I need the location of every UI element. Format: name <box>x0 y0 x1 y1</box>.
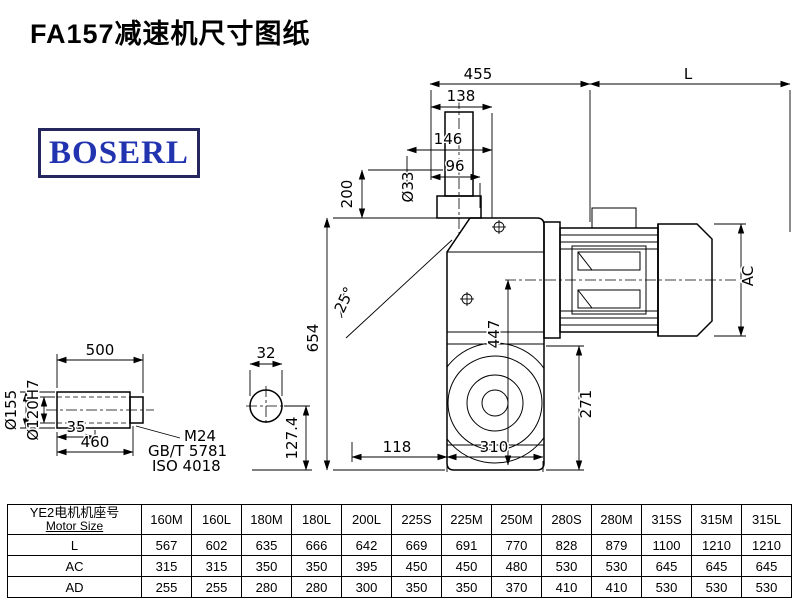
column-header: 315M <box>691 504 742 535</box>
cell: 669 <box>391 534 442 556</box>
column-header: 225S <box>391 504 442 535</box>
dim-96: 96 <box>445 157 464 175</box>
cell: 350 <box>291 555 342 577</box>
logo-text: BOSERL <box>49 134 189 171</box>
dim-500: 500 <box>86 341 115 359</box>
row-label: AC <box>7 555 142 577</box>
dim-127-4: 127.4 <box>283 417 301 460</box>
dim-32: 32 <box>256 344 275 362</box>
page-title: FA157减速机尺寸图纸 <box>30 19 311 49</box>
cell: 395 <box>341 555 392 577</box>
cell: 530 <box>591 555 642 577</box>
dim-L: L <box>684 65 693 83</box>
dim-138: 138 <box>447 87 476 105</box>
row-label: L <box>7 534 142 556</box>
header-cn: YE2电机机座号 <box>29 505 120 520</box>
column-header: 280S <box>541 504 592 535</box>
cell: 315 <box>191 555 242 577</box>
dim-shaft-diameter: Ø33 <box>399 172 417 203</box>
dim-447: 447 <box>485 320 503 349</box>
dim-AC: AC <box>739 266 757 286</box>
motor-size-header-cell: YE2电机机座号 Motor Size <box>7 504 142 535</box>
cell: 828 <box>541 534 592 556</box>
column-header: 160M <box>141 504 192 535</box>
table-row-AC: AC 315 315 350 350 395 450 450 480 530 5… <box>7 555 792 577</box>
cell: 315 <box>141 555 192 577</box>
cell: 410 <box>591 576 642 598</box>
cell: 530 <box>691 576 742 598</box>
dim-dia155: Ø155 <box>2 390 20 430</box>
cell: 530 <box>541 555 592 577</box>
table-row-AD: AD 255 255 280 280 300 350 350 370 410 4… <box>7 576 792 598</box>
row-label: AD <box>7 576 142 598</box>
dim-118: 118 <box>383 438 412 456</box>
cell: 645 <box>691 555 742 577</box>
shaft-detail-view <box>46 391 154 429</box>
cell: 280 <box>291 576 342 598</box>
dim-654: 654 <box>304 324 322 353</box>
cell: 350 <box>391 576 442 598</box>
cell: 1100 <box>641 534 692 556</box>
dim-dia120H7: Ø120H7 <box>24 379 42 440</box>
bolt-marker <box>460 220 506 306</box>
dim-310: 310 <box>480 438 509 456</box>
terminal-box <box>591 207 637 229</box>
column-header: 180L <box>291 504 342 535</box>
callout-standard-gbt: GB/T 5781 <box>148 442 227 460</box>
cell: 450 <box>391 555 442 577</box>
cell: 879 <box>591 534 642 556</box>
cell: 691 <box>441 534 492 556</box>
cell: 450 <box>441 555 492 577</box>
table-row-L: L 567 602 635 666 642 669 691 770 828 87… <box>7 534 792 556</box>
boserl-logo: BOSERL <box>38 128 200 178</box>
cell: 350 <box>241 555 292 577</box>
cell: 300 <box>341 576 392 598</box>
column-header: 180M <box>241 504 292 535</box>
cell: 645 <box>641 555 692 577</box>
header-en: Motor Size <box>45 519 104 533</box>
column-header: 225M <box>441 504 492 535</box>
column-header: 315S <box>641 504 692 535</box>
dim-460: 460 <box>81 433 110 451</box>
dim-455: 455 <box>464 65 493 83</box>
dim-angle-25: 25° <box>331 284 359 316</box>
column-header: 250M <box>491 504 542 535</box>
cell: 410 <box>541 576 592 598</box>
column-header: 200L <box>341 504 392 535</box>
table-header-row: YE2电机机座号 Motor Size 160M 160L 180M 180L … <box>7 504 792 535</box>
dim-271: 271 <box>577 390 595 419</box>
cell: 602 <box>191 534 242 556</box>
cell: 1210 <box>741 534 792 556</box>
cell: 645 <box>741 555 792 577</box>
motor-view <box>505 207 737 339</box>
shaft-end-circle-view <box>246 386 312 471</box>
cell: 255 <box>141 576 192 598</box>
callout-thread-M24: M24 <box>184 427 216 445</box>
dim-200: 200 <box>338 180 356 209</box>
cell: 370 <box>491 576 542 598</box>
dim-146: 146 <box>434 130 463 148</box>
cell: 280 <box>241 576 292 598</box>
cell: 255 <box>191 576 242 598</box>
cell: 1210 <box>691 534 742 556</box>
callout-standard-iso: ISO 4018 <box>152 457 221 475</box>
column-header: 160L <box>191 504 242 535</box>
cell: 770 <box>491 534 542 556</box>
dim-35: 35 <box>66 418 85 436</box>
cell: 635 <box>241 534 292 556</box>
size-table: YE2电机机座号 Motor Size 160M 160L 180M 180L … <box>7 504 792 598</box>
column-header: 280M <box>591 504 642 535</box>
gearbox-housing <box>436 98 545 471</box>
cell: 480 <box>491 555 542 577</box>
column-header: 315L <box>741 504 792 535</box>
cell: 530 <box>741 576 792 598</box>
cell: 642 <box>341 534 392 556</box>
cell: 567 <box>141 534 192 556</box>
cell: 350 <box>441 576 492 598</box>
technical-drawing: 455 L 138 146 96 Ø33 200 25° 654 447 AC <box>1 64 791 477</box>
dimension-annotations: 455 L 138 146 96 Ø33 200 25° 654 447 AC <box>1 64 791 477</box>
cell: 530 <box>641 576 692 598</box>
cell: 666 <box>291 534 342 556</box>
